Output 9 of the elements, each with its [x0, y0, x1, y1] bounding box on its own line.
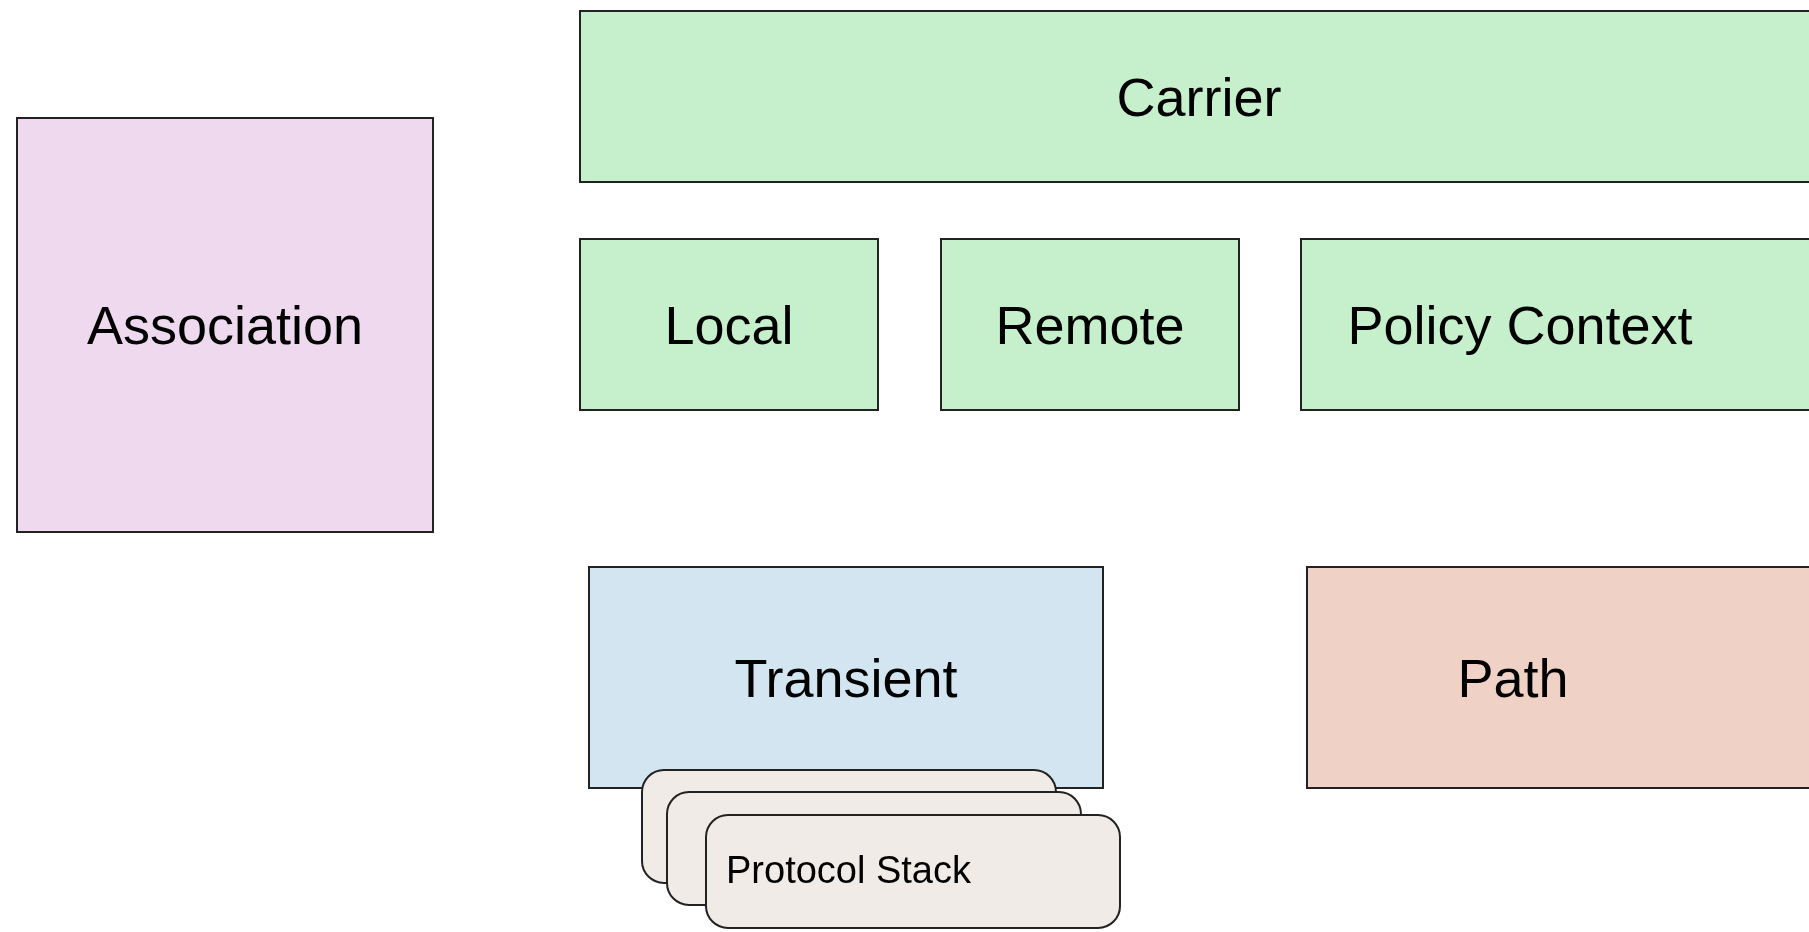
component-box: Association	[16, 117, 434, 533]
component-box: Path	[1306, 566, 1809, 789]
card-label: Protocol Stack	[726, 849, 971, 892]
component-box: Transient	[588, 566, 1104, 789]
component-box: Policy Context	[1300, 238, 1809, 411]
component-box: Carrier	[579, 10, 1809, 183]
component-box: Remote	[940, 238, 1240, 411]
component-box: Local	[579, 238, 879, 411]
stacked-cards	[640, 768, 1122, 930]
